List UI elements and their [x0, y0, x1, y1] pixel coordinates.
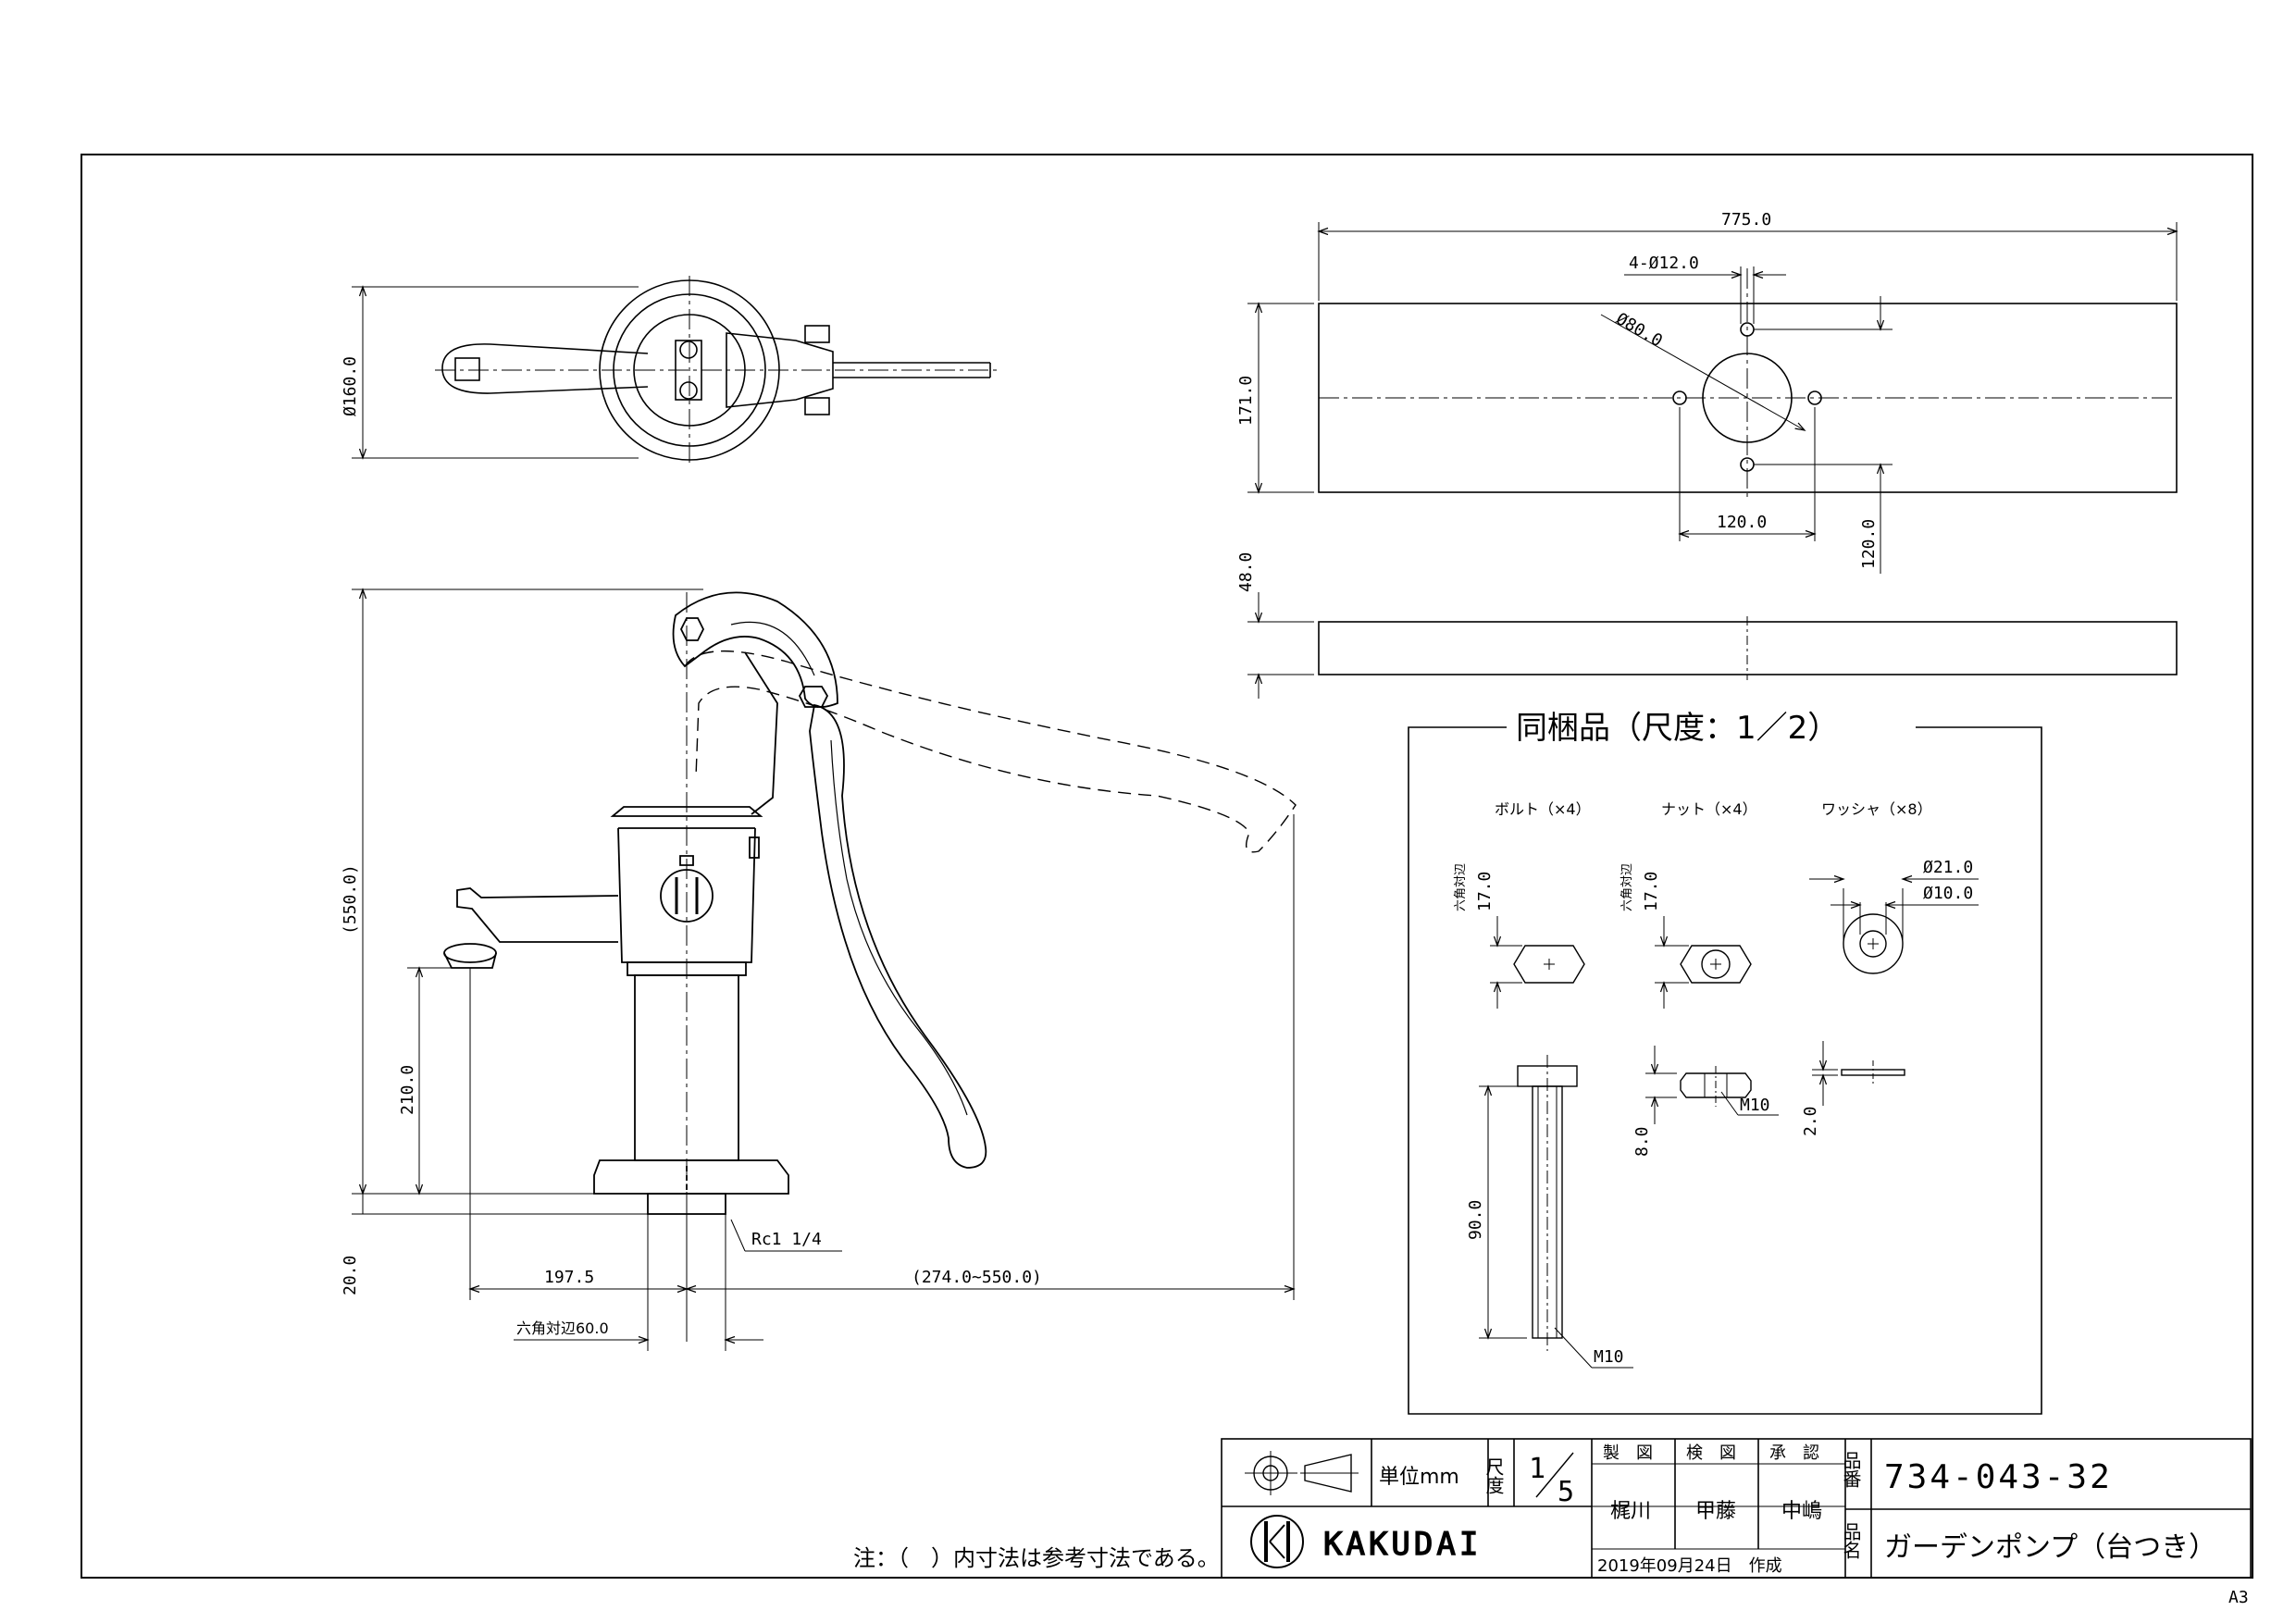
- bolt-hex-note: 六角対辺: [1454, 863, 1468, 911]
- side-view-dims: [352, 588, 1296, 1351]
- dim-spout-reach: 197.5: [544, 1268, 594, 1287]
- thread-label: Rc1 1/4: [751, 1230, 822, 1249]
- nut-label: ナット（×4）: [1661, 800, 1757, 818]
- dim-plate-thickness: 48.0: [1236, 552, 1256, 592]
- nut-thread: M10: [1740, 1096, 1770, 1115]
- base-plate-dims: [1247, 222, 2178, 574]
- dim-pump-height: (550.0): [341, 864, 360, 935]
- base-plate-side: [1247, 592, 2178, 699]
- washer-label: ワッシャ（×8）: [1821, 800, 1932, 818]
- part-number: 734-043-32: [1884, 1458, 2113, 1496]
- nut-height-dim: 8.0: [1632, 1126, 1652, 1157]
- pump-side-view: [443, 591, 1297, 1215]
- part-no-label: 品番: [1840, 1451, 1862, 1488]
- dim-pitch-y: 120.0: [1859, 519, 1879, 569]
- unit-label: 単位mm: [1379, 1466, 1459, 1489]
- nut-side: [1645, 1046, 1779, 1124]
- dim-plate-length: 775.0: [1721, 210, 1771, 229]
- bolt-head-top: [1490, 916, 1585, 1009]
- bolt-hex-dim: 17.0: [1475, 872, 1495, 911]
- bolt-label: ボルト（×4）: [1495, 800, 1591, 818]
- base-plate-top: [1318, 268, 2178, 500]
- checked-by: 甲藤: [1695, 1500, 1736, 1523]
- approved-label: 承 認: [1769, 1443, 1819, 1463]
- dim-plate-width: 171.0: [1236, 376, 1256, 426]
- dim-center-hole: Ø80.0: [1613, 309, 1666, 351]
- third-angle-projection-icon: [1245, 1451, 1359, 1495]
- bolt-thread: M10: [1594, 1347, 1624, 1367]
- drawn-by: 梶川: [1610, 1500, 1651, 1523]
- title-block: [1221, 1438, 2252, 1579]
- scale-denominator: 5: [1558, 1476, 1574, 1508]
- dim-handle-reach: (274.0~550.0): [912, 1268, 1042, 1287]
- bolt-side: [1479, 1055, 1633, 1369]
- top-view: [435, 276, 999, 465]
- washer-side: [1812, 1041, 1905, 1106]
- bolt-length-dim: 90.0: [1466, 1200, 1485, 1240]
- approved-by: 中嶋: [1781, 1500, 1822, 1523]
- top-view-dim: [352, 285, 639, 460]
- top-view-diameter: Ø160.0: [341, 356, 360, 416]
- product-name-label: 品名: [1840, 1522, 1862, 1559]
- scale-numerator: 1: [1529, 1453, 1545, 1485]
- checked-label: 検 図: [1686, 1443, 1736, 1463]
- dim-hex-across: 六角対辺60.0: [516, 1319, 609, 1337]
- sheet-border: [81, 154, 2253, 1579]
- washer-top: [1809, 874, 1979, 974]
- drawing-date: 2019年09月24日 作成: [1597, 1556, 1782, 1576]
- dim-pitch-x: 120.0: [1717, 513, 1767, 532]
- company-name: KAKUDAI: [1323, 1526, 1482, 1563]
- nut-top: [1655, 916, 1752, 1009]
- product-name: ガーデンポンプ（台つき）: [1884, 1531, 2216, 1564]
- nut-hex-dim: 17.0: [1642, 872, 1661, 911]
- washer-inner-dim: Ø10.0: [1923, 884, 1973, 903]
- drawn-label: 製 図: [1603, 1443, 1653, 1463]
- kakudai-logo: [1250, 1515, 1304, 1568]
- washer-outer-dim: Ø21.0: [1923, 858, 1973, 877]
- dim-base-thickness: 20.0: [341, 1256, 360, 1295]
- washer-thickness-dim: 2.0: [1801, 1106, 1820, 1136]
- accessories-frame: [1408, 726, 2042, 1415]
- scale-label: 尺度: [1483, 1457, 1505, 1494]
- nut-hex-note: 六角対辺: [1620, 863, 1634, 911]
- dim-spout-height: 210.0: [398, 1065, 417, 1115]
- accessories-title: 同梱品（尺度：1／2）: [1516, 710, 1839, 747]
- dim-plate-holes: 4-Ø12.0: [1629, 254, 1699, 273]
- sheet-size-label: A3: [2228, 1588, 2249, 1607]
- reference-note: 注：（ ）内寸法は参考寸法である。: [853, 1545, 1220, 1571]
